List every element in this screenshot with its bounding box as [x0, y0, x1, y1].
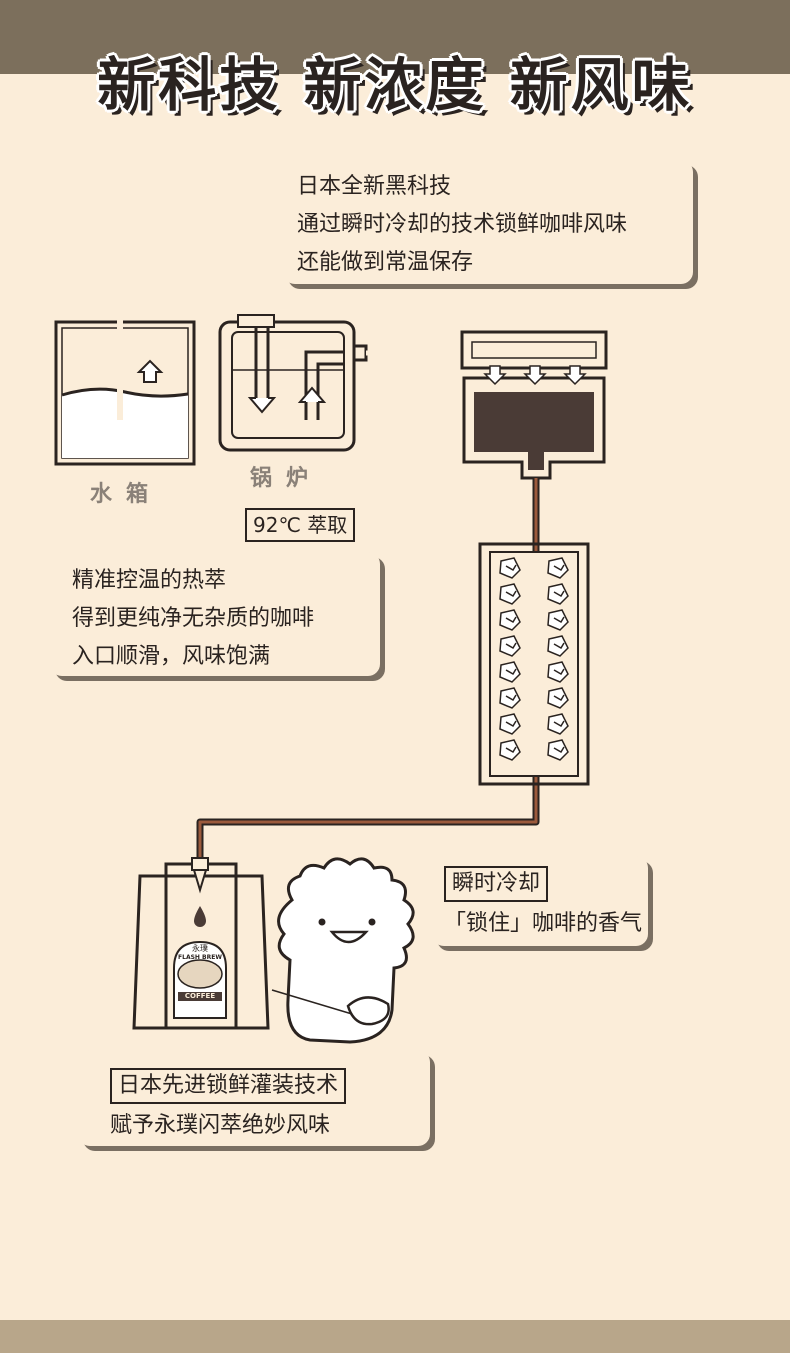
down-arrow-icon	[247, 397, 277, 414]
water-tank-label: 水箱	[90, 482, 163, 507]
filling-station	[132, 857, 270, 1030]
mascot	[271, 857, 415, 1044]
down-arrow-icon	[523, 365, 547, 386]
bag-brand: 永璞	[192, 944, 208, 953]
coffee-drop-icon	[194, 906, 206, 927]
up-arrow-icon	[136, 359, 164, 383]
callout-fill-title: 日本先进锁鲜灌装技术	[110, 1068, 347, 1104]
boiler	[218, 314, 356, 452]
callout-fill: 日本先进锁鲜灌装技术 赋予永璞闪萃绝妙风味	[78, 1050, 430, 1146]
callout-tech-line: 通过瞬时冷却的技术锁鲜咖啡风味	[297, 212, 628, 237]
callout-fill-line: 赋予永璞闪萃绝妙风味	[110, 1113, 331, 1138]
callout-tech: 日本全新黑科技 通过瞬时冷却的技术锁鲜咖啡风味 还能做到常温保存	[283, 160, 693, 284]
headline: 新科技 新浓度 新风味	[97, 51, 693, 119]
top-band	[0, 0, 790, 74]
water-tank	[54, 320, 196, 466]
callout-cool-title: 瞬时冷却	[444, 866, 549, 902]
bag-product: COFFEE	[178, 992, 222, 1001]
ice-cooler	[478, 542, 590, 786]
down-arrow-icon	[483, 365, 507, 386]
callout-extract-line: 得到更纯净无杂质的咖啡	[72, 606, 315, 631]
down-arrow-icon	[563, 365, 587, 386]
bottom-band	[0, 1320, 790, 1353]
callout-tech-line: 日本全新黑科技	[297, 174, 452, 199]
bag-badge: FLASH BREW	[178, 954, 222, 961]
up-arrow-icon	[297, 386, 327, 403]
ice-cubes	[499, 557, 569, 761]
boiler-label: 锅炉	[250, 466, 323, 491]
callout-extract-line: 精准控温的热萃	[72, 568, 227, 593]
callout-extract: 精准控温的热萃 得到更纯净无杂质的咖啡 入口顺滑，风味饱满	[50, 552, 380, 676]
callout-tech-line: 还能做到常温保存	[297, 250, 474, 275]
temperature-label: 92℃ 萃取	[245, 508, 356, 542]
extraction-chamber	[460, 330, 608, 480]
callout-cool: 瞬时冷却 「锁住」咖啡的香气	[432, 856, 648, 946]
callout-cool-line: 「锁住」咖啡的香气	[444, 911, 643, 936]
callout-extract-line: 入口顺滑，风味饱满	[72, 644, 271, 669]
